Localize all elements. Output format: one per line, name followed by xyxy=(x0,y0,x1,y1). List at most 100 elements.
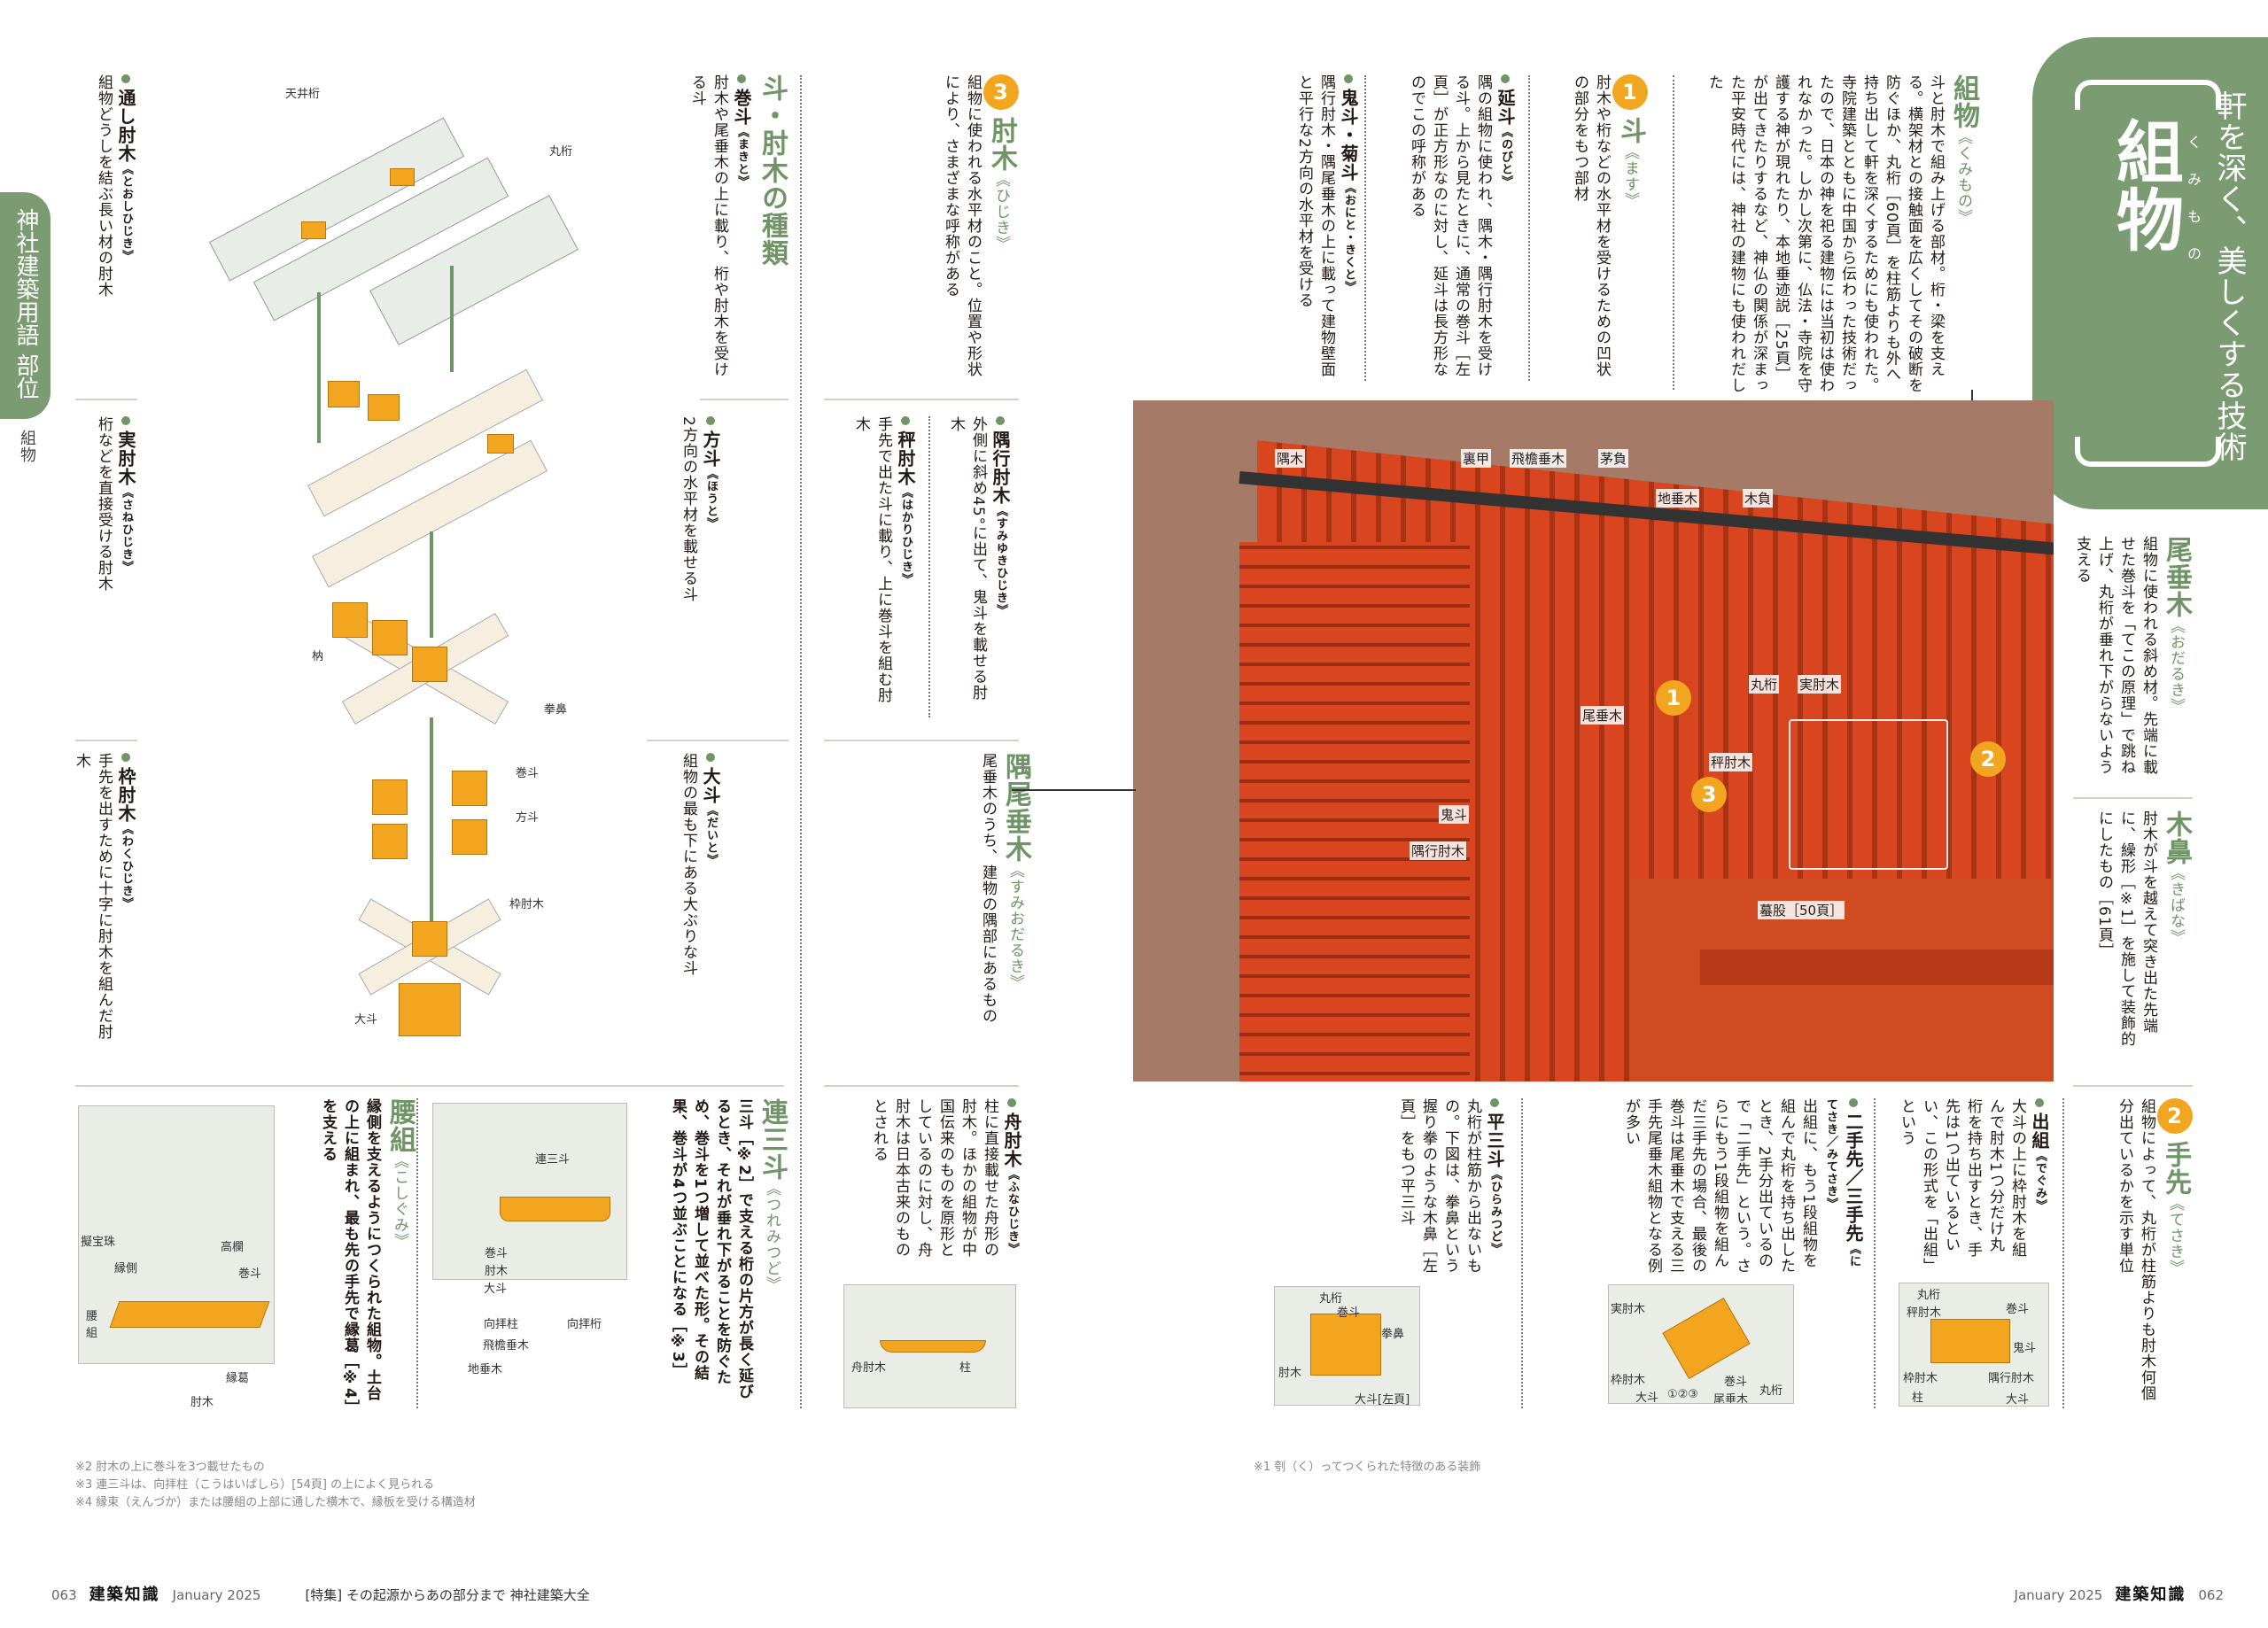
bullet-icon xyxy=(1490,1098,1499,1107)
term-body: 2方向の水平材を載せる斗 xyxy=(680,416,697,602)
photo-label: 隅行肘木 xyxy=(1410,841,1467,860)
diagram-label: 柱 xyxy=(959,1361,972,1375)
term-title: 実肘木 xyxy=(115,430,136,486)
issue-date: January 2025 xyxy=(2014,1587,2103,1603)
divider xyxy=(824,740,1019,741)
bracket-top-icon xyxy=(2075,80,2221,110)
shrine-eaves-illustration: 隅木 裏甲 飛檐垂木 茅負 地垂木 木負 丸桁 実肘木 尾垂木 秤肘木 鬼斗 隅… xyxy=(1133,400,2054,1081)
bullet-icon xyxy=(901,416,910,425)
term-title: 舟肘木 xyxy=(1001,1112,1022,1168)
badge-3-icon: 3 xyxy=(1691,777,1727,812)
term-reading: 《こしぐみ》 xyxy=(391,1153,408,1249)
bullet-icon xyxy=(996,416,1005,425)
divider xyxy=(647,740,788,741)
hiramitsudo-section: 平三斗《ひらみつど》 丸桁が柱筋から出ないもの。下図は、拳鼻という握り拳のような… xyxy=(1394,1098,1506,1275)
term-body: 出組に、もう1段組物を組んで丸桁を持ち出したとき、2手分出ているので「二手先」と… xyxy=(1622,1098,1817,1274)
term-reading: 《ひじき》 xyxy=(992,172,1010,252)
bracket-shape xyxy=(487,434,514,454)
term-reading: 《のびと》 xyxy=(1499,126,1512,188)
divider xyxy=(1364,75,1366,381)
footnote: ※4 縁束（えんづか）または腰組の上部に通した横木で、縁板を受ける構造材 xyxy=(75,1496,476,1509)
bracket-shape xyxy=(109,1301,270,1328)
bullet-icon xyxy=(121,753,130,762)
diagram-label: 秤肘木 xyxy=(1907,1306,1942,1320)
footnote: ※2 肘木の上に巻斗を3つ載せたもの xyxy=(75,1461,265,1474)
term-reading: 《おにと・きくと》 xyxy=(1342,182,1355,293)
diagram-label: 縁側 xyxy=(114,1262,138,1275)
onito-section: 鬼斗・菊斗《おにと・きくと》 隅行肘木・隅尾垂木の上に載って建物壁面と平行な2方… xyxy=(1293,74,1360,380)
term-title: 枠肘木 xyxy=(115,767,136,823)
diagram-label: 巻斗 xyxy=(2006,1303,2030,1316)
bracket-shape xyxy=(328,381,360,407)
photo-label: 鬼斗 xyxy=(1439,805,1470,824)
badge-1-icon: 1 xyxy=(1656,680,1691,716)
nobito-section: 延斗《のびと》 隅の組物に使われ、隅木・隅行肘木を受ける斗。上から見たときに、通… xyxy=(1405,74,1517,380)
masu-section: 1斗《ます》 肘木や桁などの水平材を受けるための凹状の部分をもつ部材 xyxy=(1568,74,1648,384)
term-body: 丸桁が柱筋から出ないもの。下図は、拳鼻という握り拳のような木鼻［左頁］をもつ平三… xyxy=(1397,1098,1481,1274)
diagram-label: 擬宝珠 xyxy=(81,1236,116,1249)
arrow-icon xyxy=(317,292,321,443)
term-reading: 《ふなひじき》 xyxy=(1006,1168,1019,1255)
badge-1-icon: 1 xyxy=(1612,74,1648,110)
highlight-box xyxy=(1789,719,1948,870)
term-body: 縁側を支えるようにつくられた組物。土台の上に組まれ、最も先の手先で縁葛［※4］を… xyxy=(319,1098,381,1408)
diagram-label: 拳鼻 xyxy=(1381,1328,1405,1341)
diagram-label: 肘木 xyxy=(1278,1367,1302,1380)
term-title: 連三斗 xyxy=(757,1098,788,1181)
term-reading: 《つれみつど》 xyxy=(763,1181,781,1292)
arrow-icon xyxy=(430,717,433,921)
diagram-label: 巻斗 xyxy=(1724,1376,1748,1389)
term-reading: 《でぐみ》 xyxy=(2033,1150,2047,1212)
daito-section: 大斗《だいと》 組物の最も下にある大ぶりな斗 xyxy=(677,753,722,1054)
hijiki-section: 3肘木《ひじき》 組物に使われる水平材のこと。位置や形状により、さまざまな呼称が… xyxy=(939,74,1019,384)
diagram-label: 向拝桁 xyxy=(567,1318,602,1331)
diagram-label: 丸桁 xyxy=(1319,1292,1343,1306)
diagram-label: 方斗 xyxy=(516,811,540,825)
bullet-icon xyxy=(121,416,130,425)
term-title: 巻斗 xyxy=(731,89,752,126)
diagram-label: 高欄 xyxy=(221,1241,245,1254)
bullet-icon xyxy=(1344,74,1353,83)
beam xyxy=(1700,950,2054,985)
diagram-label: 鬼斗 xyxy=(2013,1342,2037,1355)
sumiodaruki-section: 隅尾垂木《すみおだるき》 尾垂木のうち、建物の隅部にあるもの xyxy=(976,753,1032,1063)
leader-line xyxy=(1012,789,1136,791)
term-reading: 《すみゆきひじき》 xyxy=(994,505,1007,616)
diagram-label: 天井桁 xyxy=(285,88,321,101)
diagram-label: 枘 xyxy=(312,650,324,663)
kumimono-section: 組物《くみもの》 斗と肘木で組み上げる部材。桁・梁を支える。横架材との接触面を広… xyxy=(1703,74,1980,393)
term-title: 肘木 xyxy=(986,117,1017,172)
diagram-label: 連三斗 xyxy=(535,1153,571,1167)
page-number: 062 xyxy=(2198,1587,2224,1603)
term-body: 組物によって、丸桁が柱筋よりも肘木何個分出ているかを示す単位 xyxy=(2116,1098,2155,1401)
page-number: 063 xyxy=(51,1587,77,1603)
divider xyxy=(75,740,137,741)
divider xyxy=(2062,1098,2064,1408)
photo-label: 裏甲 xyxy=(1461,449,1492,468)
term-reading: 《わくひじき》 xyxy=(120,823,133,910)
divider xyxy=(2073,797,2193,799)
photo-label: 茅負 xyxy=(1598,449,1629,468)
term-body: 隅の組物に使われ、隅木・隅行肘木を受ける斗。上から見たときに、通常の巻斗［左頁］… xyxy=(1408,74,1492,377)
divider xyxy=(824,399,1019,400)
tsuremitsudo-diagram: 連三斗 巻斗 肘木 xyxy=(432,1103,627,1280)
diagram-label: 拳鼻 xyxy=(544,703,568,717)
nitesaki-section: 二手先／三手先《にてさき／みてさき》 出組に、もう1段組物を組んで丸桁を持ち出し… xyxy=(1619,1098,1865,1275)
term-reading: 《ます》 xyxy=(1621,144,1639,208)
bracket-shape xyxy=(1662,1298,1751,1379)
magazine-logo: 建築知識 xyxy=(89,1585,160,1604)
makito-section: 巻斗《まきと》 肘木や尾垂木の上に載り、桁や肘木を受ける斗 xyxy=(686,74,753,384)
title-ruby: くみもの xyxy=(2185,135,2202,283)
section-tab: 神社建築用語 部位編 xyxy=(0,192,50,419)
bracket-shape xyxy=(500,1197,610,1221)
tsuremitsudo-section: 連三斗《つれみつど》 三斗［※2］で支える桁の片方が長く延びるとき、それが垂れ下… xyxy=(666,1098,788,1408)
title-tab: 組物 くみもの 軒を深く、美しくする技術 xyxy=(2032,37,2268,509)
term-title: 腰組 xyxy=(384,1098,416,1153)
diagram-label: 舟肘木 xyxy=(851,1361,887,1375)
term-body: 手先を出すために十字に肘木を組んだ肘木 xyxy=(73,753,113,1040)
term-title: 隅尾垂木 xyxy=(1000,753,1031,863)
term-reading: 《とおしひじき》 xyxy=(120,163,133,262)
term-reading: 《ほうと》 xyxy=(704,468,718,530)
bullet-icon xyxy=(1849,1098,1858,1107)
term-title: 大斗 xyxy=(700,767,721,804)
